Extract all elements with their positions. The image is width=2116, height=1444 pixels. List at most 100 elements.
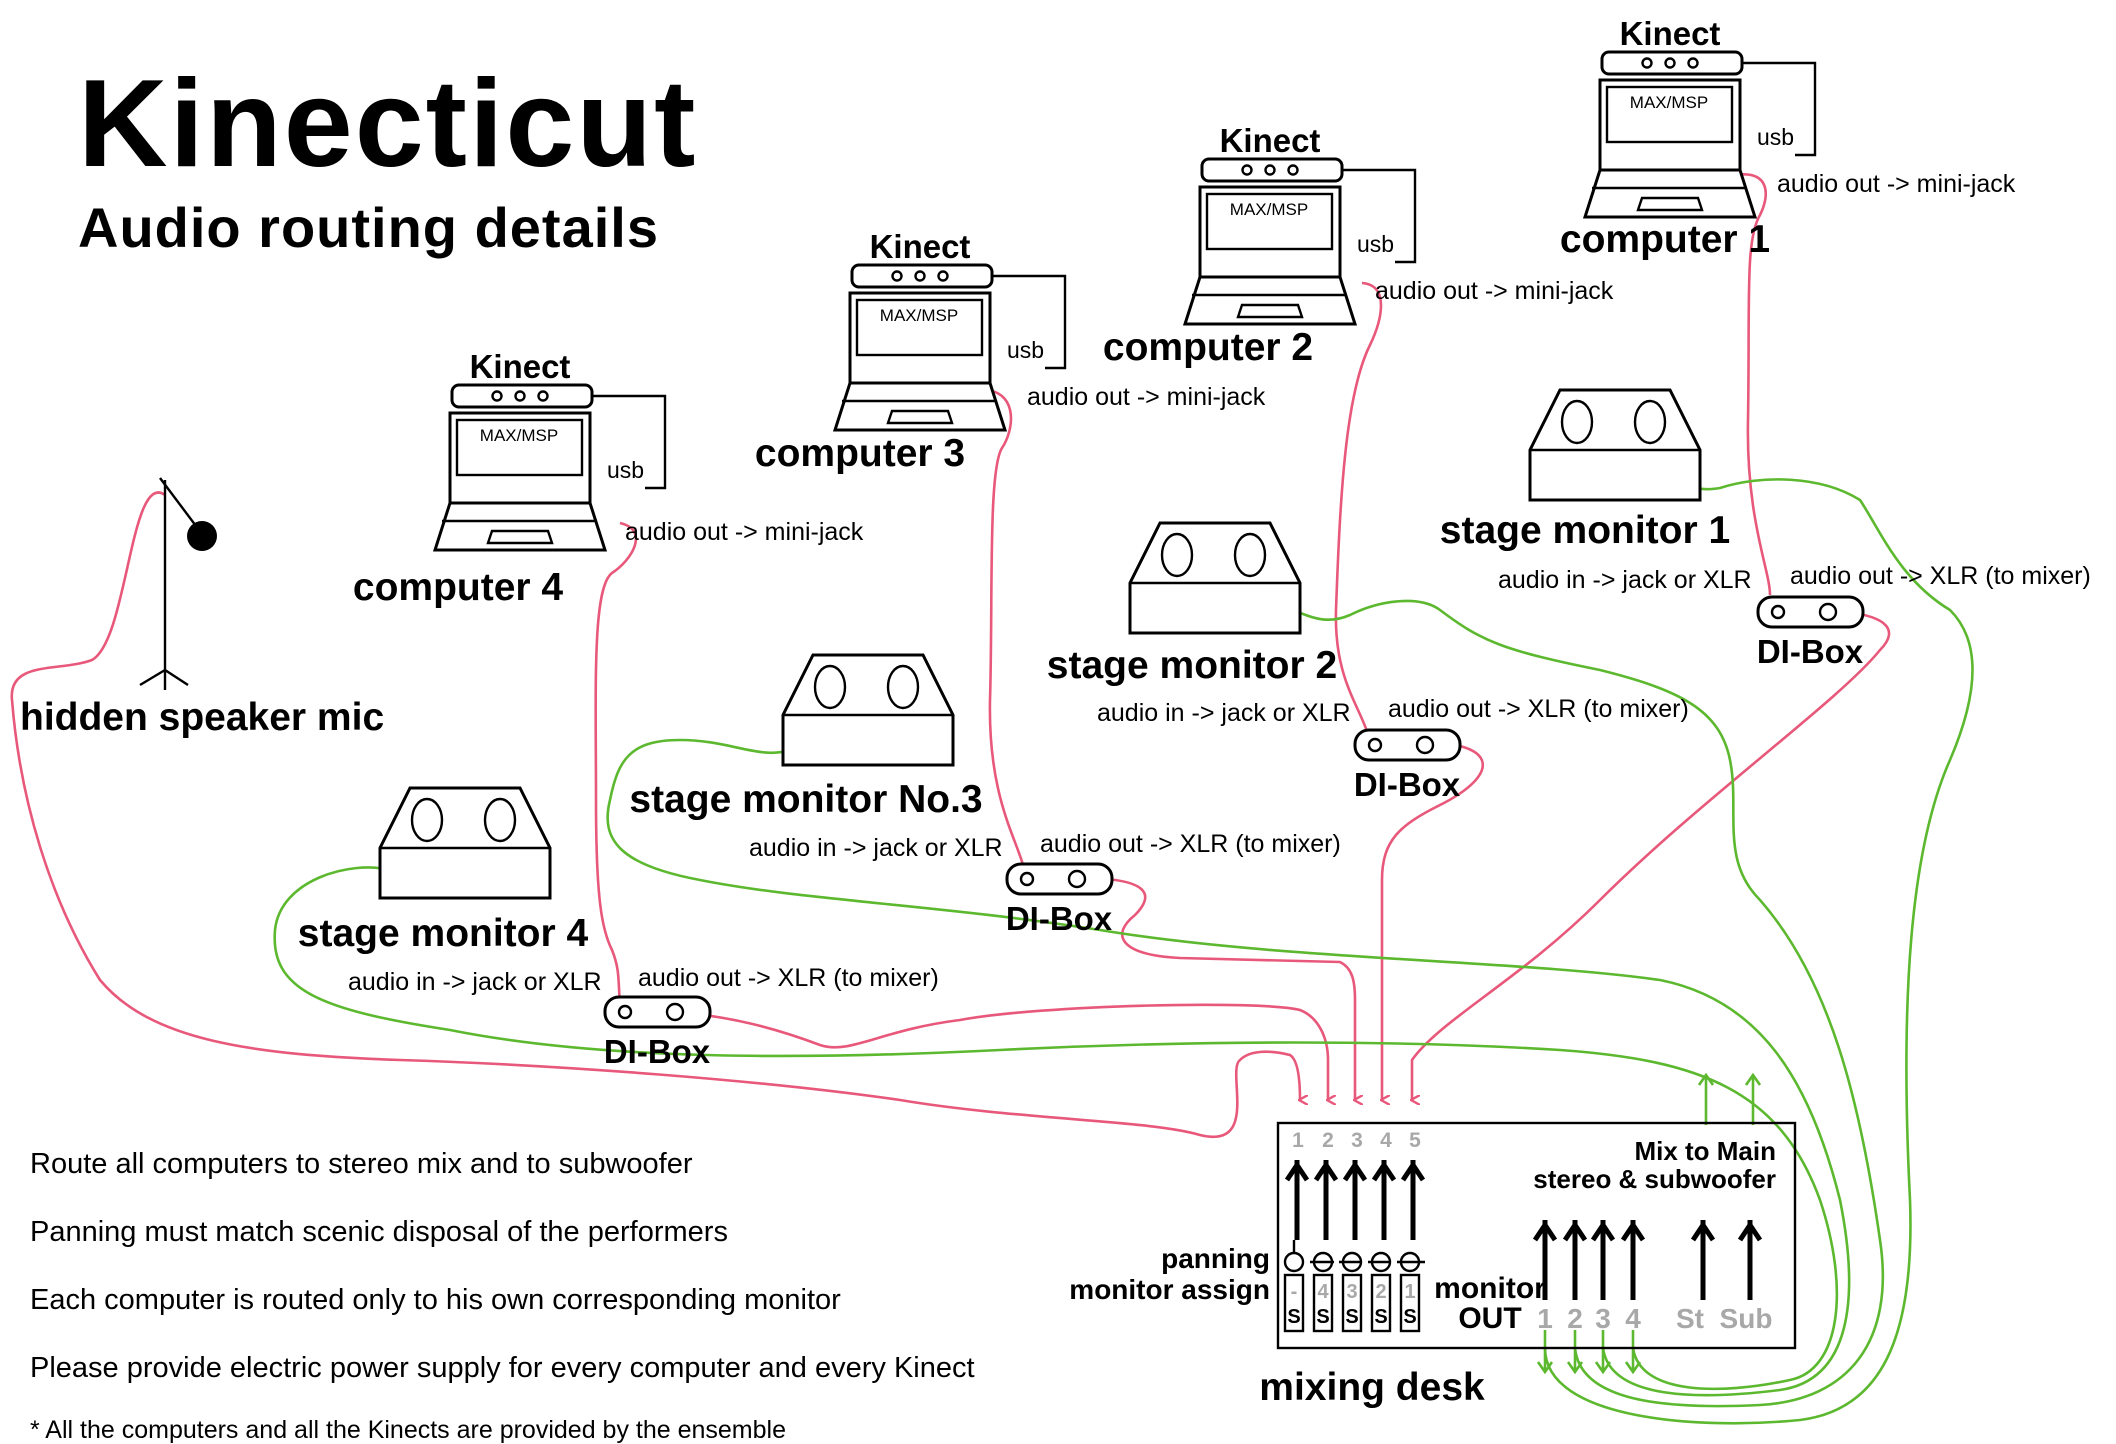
- usb-label: usb: [1007, 337, 1044, 363]
- computer-2-audio-out-label: audio out -> mini-jack: [1375, 277, 1614, 305]
- monitor-assign-value: 1: [1404, 1281, 1415, 1303]
- channel-number: 3: [1351, 1129, 1363, 1152]
- computer-1-unit: Kinect MAX/MSP usb: [1582, 15, 1817, 219]
- note-routing: Route all computers to stereo mix and to…: [30, 1148, 693, 1180]
- monitor-assign-label: monitor assign: [1069, 1274, 1270, 1305]
- channel-number: 1: [1292, 1129, 1304, 1152]
- laptop-screen-label: MAX/MSP: [880, 306, 958, 325]
- computer-2-unit: Kinect MAX/MSP usb: [1182, 122, 1417, 326]
- monitor-out-label: OUT: [1458, 1302, 1521, 1335]
- channel-number: 5: [1409, 1129, 1421, 1152]
- cable-di3-to-mixer: [1079, 876, 1355, 1100]
- cable-di1-to-mixer: [1412, 608, 1891, 1100]
- monitor-assign-value: -: [1291, 1281, 1298, 1303]
- cable-monitor-out-3: [606, 728, 1851, 1397]
- note-power: Please provide electric power supply for…: [30, 1352, 975, 1384]
- stage-monitor-3-label: stage monitor No.3: [629, 778, 982, 821]
- computer-2-label: computer 2: [1103, 326, 1313, 369]
- computer-4-label: computer 4: [353, 566, 564, 609]
- cable-computer4-to-di4: [594, 521, 638, 1006]
- stage-monitor-4-icon: [378, 786, 552, 900]
- computer-4-unit: Kinect MAX/MSP usb: [432, 348, 667, 552]
- mixing-desk: 1 2 3 4 5 - 4 3: [1069, 1121, 1797, 1350]
- kinect-label: Kinect: [870, 228, 971, 265]
- solo-label: S: [1403, 1306, 1416, 1328]
- monitor-4-audio-in-label: audio in -> jack or XLR: [348, 968, 602, 996]
- cable-computer3-to-di3: [987, 388, 1027, 873]
- note-panning: Panning must match scenic disposal of th…: [30, 1216, 728, 1248]
- usb-label: usb: [1357, 231, 1394, 257]
- page-subtitle: Audio routing details: [78, 196, 659, 259]
- microphone-stand-icon: [139, 477, 217, 690]
- di-4-audio-out-label: audio out -> XLR (to mixer): [638, 964, 939, 992]
- cable-computer1-to-di1: [1734, 173, 1772, 596]
- di-box-2-label: DI-Box: [1354, 766, 1461, 803]
- computer-1-audio-out-label: audio out -> mini-jack: [1777, 170, 2016, 198]
- di-2-audio-out-label: audio out -> XLR (to mixer): [1388, 695, 1689, 723]
- laptop-screen-label: MAX/MSP: [1630, 93, 1708, 112]
- solo-label: S: [1374, 1306, 1387, 1328]
- monitor-fader-icon: [1532, 1220, 1763, 1300]
- computer-3-label: computer 3: [755, 432, 965, 475]
- monitor-out-channel: 1: [1537, 1303, 1553, 1334]
- laptop-icon: [432, 411, 608, 552]
- kinect-sensor-icon: [1600, 50, 1744, 76]
- monitor-out-arrow-4: [1624, 1330, 1642, 1375]
- kinect-label: Kinect: [1220, 122, 1321, 159]
- main-out-arrow-st: [1697, 1072, 1715, 1125]
- di-box-3-label: DI-Box: [1006, 900, 1113, 937]
- mix-to-main-label: Mix to Main: [1634, 1136, 1776, 1166]
- di-1-audio-out-label: audio out -> XLR (to mixer): [1790, 562, 2091, 590]
- computer-3-unit: Kinect MAX/MSP usb: [832, 228, 1067, 432]
- mixing-desk-label: mixing desk: [1259, 1366, 1485, 1409]
- solo-label: S: [1287, 1306, 1300, 1328]
- channel-number: 2: [1322, 1129, 1334, 1152]
- monitor-out-arrow-2: [1566, 1330, 1584, 1375]
- kinect-sensor-icon: [1200, 157, 1344, 183]
- monitor-out-channel: 3: [1595, 1303, 1611, 1334]
- di-box-1-label: DI-Box: [1757, 633, 1864, 670]
- mix-to-main-label: stereo & subwoofer: [1533, 1164, 1776, 1194]
- laptop-icon: [1582, 78, 1758, 219]
- computer-3-audio-out-label: audio out -> mini-jack: [1027, 383, 1266, 411]
- cable-mic-to-mixer: [10, 491, 1300, 1139]
- stage-monitor-1-label: stage monitor 1: [1440, 509, 1730, 552]
- cable-di4-to-mixer: [669, 1003, 1328, 1100]
- usb-label: usb: [1757, 124, 1794, 150]
- mic-label: hidden speaker mic: [20, 696, 384, 739]
- panning-knob-icon: [1283, 1240, 1425, 1273]
- computer-1-label: computer 1: [1560, 218, 1770, 261]
- kinect-label: Kinect: [1620, 15, 1721, 52]
- cable-monitor-out-2: [1289, 599, 1885, 1408]
- monitor-2-audio-in-label: audio in -> jack or XLR: [1097, 699, 1351, 727]
- footnote: * All the computers and all the Kinects …: [30, 1416, 786, 1444]
- cable-monitor-out-1: [1543, 468, 1974, 1425]
- laptop-screen-label: MAX/MSP: [480, 426, 558, 445]
- usb-label: usb: [607, 457, 644, 483]
- monitor-out-channel: 4: [1625, 1303, 1641, 1334]
- stage-monitor-1-icon: [1528, 388, 1702, 502]
- di-box-4-icon: [603, 995, 712, 1029]
- monitor-1-audio-in-label: audio in -> jack or XLR: [1498, 566, 1752, 594]
- channel-fader-icon: [1284, 1160, 1426, 1240]
- solo-label: S: [1316, 1306, 1329, 1328]
- cable-monitor-out-4: [273, 866, 1839, 1391]
- cable-di2-to-mixer: [1382, 740, 1484, 1100]
- computer-4-audio-out-label: audio out -> mini-jack: [625, 518, 864, 546]
- di-box-1-icon: [1756, 595, 1865, 629]
- monitor-out-arrow-1: [1536, 1330, 1554, 1375]
- solo-label: S: [1345, 1306, 1358, 1328]
- kinect-sensor-icon: [850, 263, 994, 289]
- page-title: Kinecticut: [78, 55, 698, 193]
- main-out-channel: St: [1676, 1303, 1704, 1334]
- stage-monitor-2-icon: [1128, 521, 1302, 635]
- di-box-2-icon: [1353, 728, 1462, 762]
- cable-computer2-to-di2: [1334, 281, 1383, 741]
- monitor-out-label: monitor: [1434, 1272, 1546, 1305]
- main-out-arrow-sub: [1744, 1072, 1762, 1125]
- di-3-audio-out-label: audio out -> XLR (to mixer): [1040, 830, 1341, 858]
- kinect-sensor-icon: [450, 383, 594, 409]
- laptop-icon: [832, 291, 1008, 432]
- stage-monitor-4-label: stage monitor 4: [298, 912, 589, 955]
